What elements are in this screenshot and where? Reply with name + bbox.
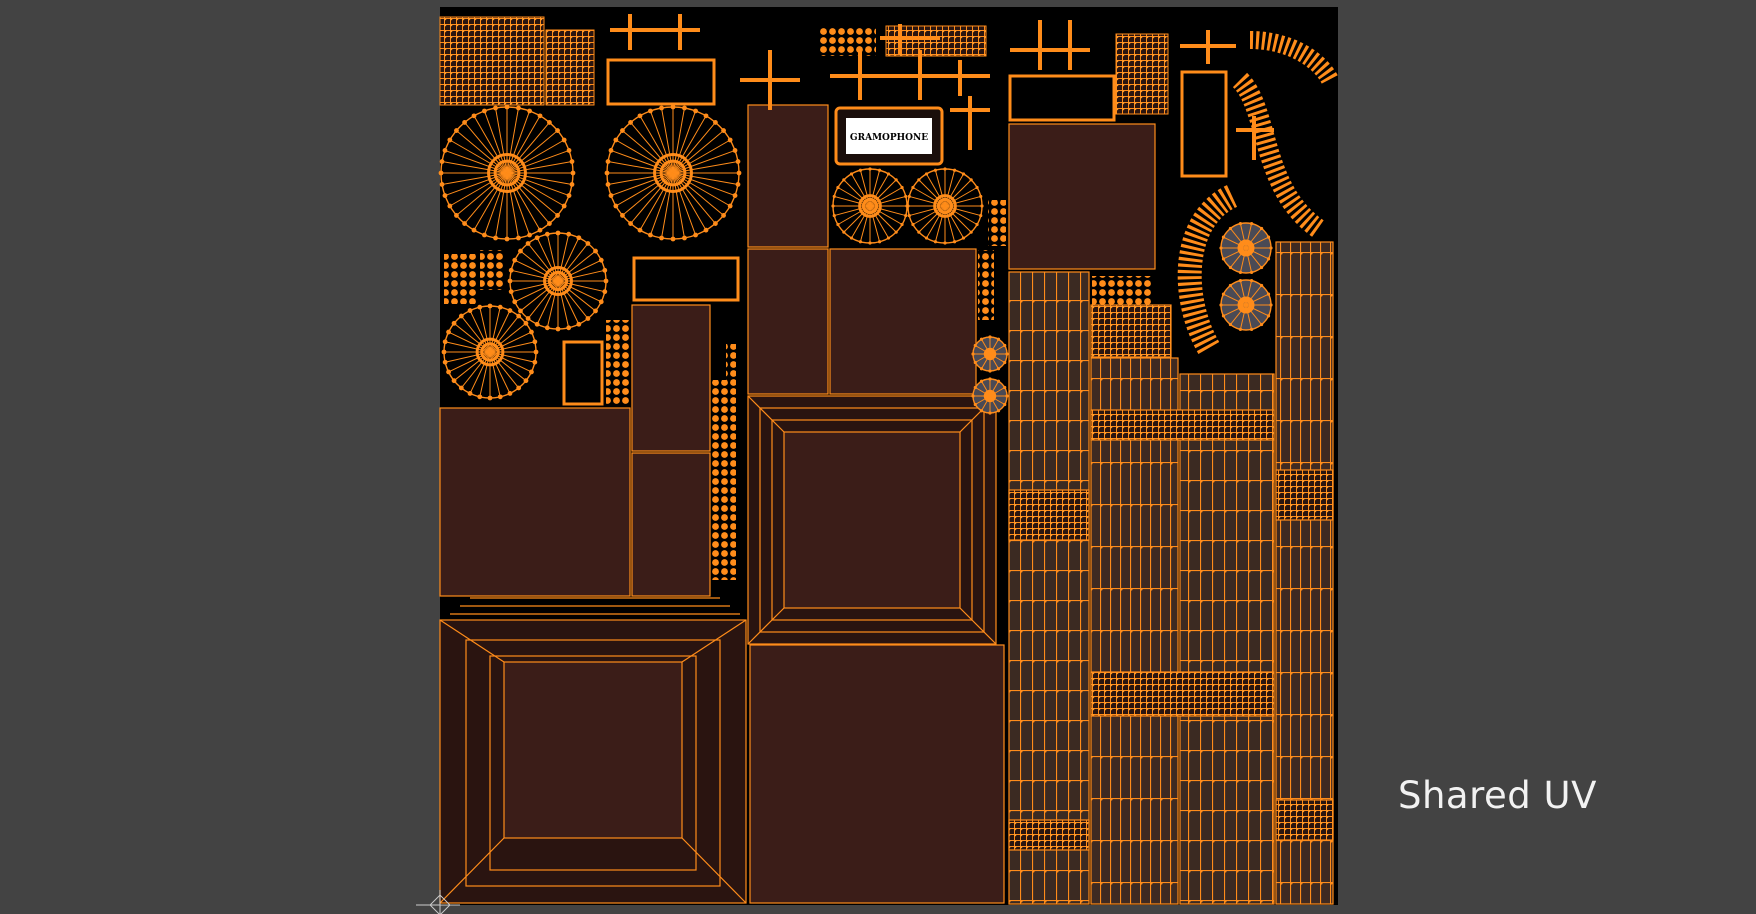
uv-island-top-strips bbox=[439, 16, 1169, 115]
uv-disc bbox=[1219, 279, 1273, 331]
uv-disc bbox=[604, 104, 742, 242]
uv-disc bbox=[438, 104, 576, 242]
uv-disc bbox=[507, 230, 609, 332]
uv-island-cross-pieces bbox=[610, 14, 1274, 160]
uv-island-large-panels bbox=[439, 104, 1156, 904]
shared-uv-caption: Shared UV bbox=[1398, 774, 1597, 817]
uv-disc bbox=[1219, 222, 1273, 274]
uv-island-bead-columns bbox=[444, 26, 1152, 580]
uv-disc bbox=[441, 303, 539, 401]
gramophone-label-text: GRAMOPHONE bbox=[850, 133, 928, 143]
uv-island-frame-bottom-left bbox=[439, 597, 747, 904]
uv-disc bbox=[831, 167, 909, 245]
gramophone-label-plate: GRAMOPHONE bbox=[834, 106, 944, 166]
uv-island-small-frames bbox=[562, 58, 1228, 406]
uv-disc bbox=[971, 335, 1009, 373]
uv-disc bbox=[906, 167, 984, 245]
uv-island-horn-curves bbox=[1177, 31, 1339, 357]
origin-crosshair-icon bbox=[416, 890, 460, 914]
uv-island-radial-discs bbox=[438, 104, 1273, 415]
uv-island-strip-columns bbox=[1008, 241, 1334, 905]
uv-island-frame-top-right bbox=[747, 395, 997, 645]
uv-disc bbox=[971, 377, 1009, 415]
